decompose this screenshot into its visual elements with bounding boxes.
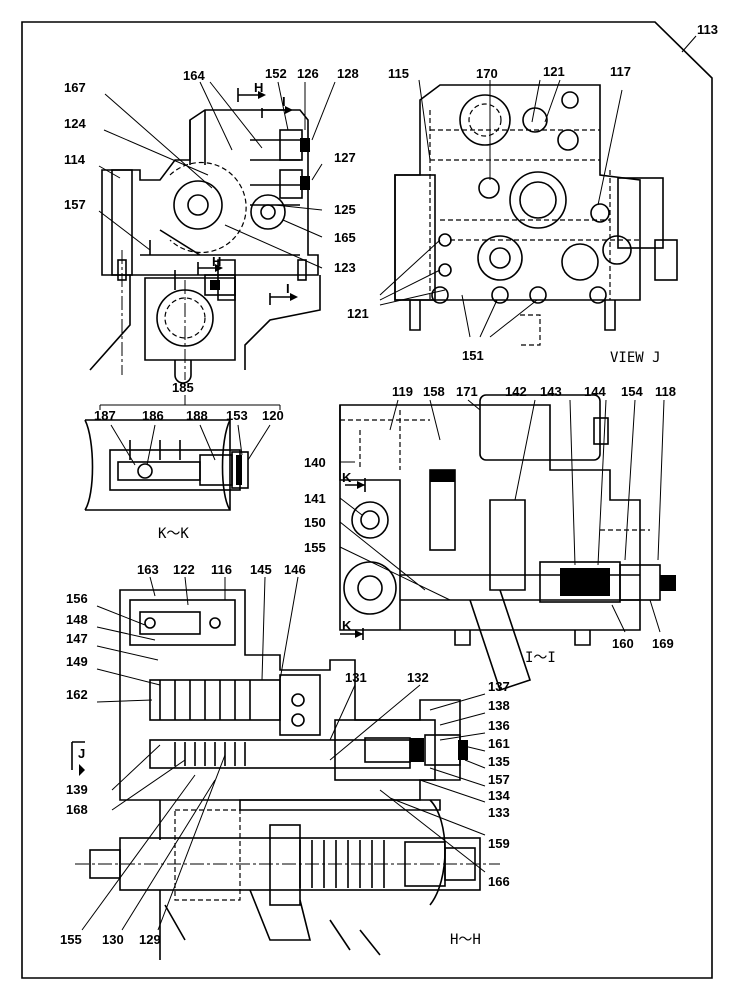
callout-160: 160 (612, 636, 634, 651)
callout-161: 161 (488, 736, 510, 751)
svg-text:K: K (342, 470, 352, 485)
callout-130: 130 (102, 932, 124, 947)
callout-159: 159 (488, 836, 510, 851)
callout-157-bottom: 157 (488, 772, 510, 787)
callout-153: 153 (226, 408, 248, 423)
svg-text:J: J (78, 746, 85, 761)
callout-151: 151 (462, 348, 484, 363)
callout-128: 128 (337, 66, 359, 81)
callout-144: 144 (584, 384, 606, 399)
callout-149: 149 (66, 654, 88, 669)
callout-164: 164 (183, 68, 205, 83)
h-h-section-drawing (75, 589, 500, 960)
callout-123: 123 (334, 260, 356, 275)
h-h-title: H～H (450, 932, 481, 948)
callout-121-side: 121 (347, 306, 369, 321)
callout-145: 145 (250, 562, 272, 577)
i-i-section-drawing (339, 394, 676, 692)
callout-119: 119 (392, 384, 413, 399)
callout-169: 169 (652, 636, 674, 651)
callout-129: 129 (139, 932, 161, 947)
callout-136: 136 (488, 718, 510, 733)
callout-171: 171 (456, 384, 478, 399)
sheet-border (21, 21, 713, 979)
k-k-title: K～K (158, 526, 189, 542)
callout-141: 141 (304, 491, 326, 506)
svg-text:I: I (286, 281, 290, 296)
callout-148: 148 (66, 612, 88, 627)
callout-138: 138 (488, 698, 510, 713)
svg-text:H: H (212, 254, 221, 269)
view-j-title: VIEW J (610, 350, 661, 366)
svg-text:H: H (254, 80, 263, 95)
callout-155-right: 155 (304, 540, 326, 555)
callout-187: 187 (94, 408, 116, 423)
callout-170: 170 (476, 66, 498, 81)
i-i-title: I～I (525, 650, 556, 666)
callout-155-bottom: 155 (60, 932, 82, 947)
page-number: 113 (697, 22, 718, 37)
callout-186: 186 (142, 408, 164, 423)
k-k-section-drawing (84, 419, 249, 511)
callout-147: 147 (66, 631, 88, 646)
callout-135: 135 (488, 754, 510, 769)
callout-132: 132 (407, 670, 429, 685)
callout-188: 188 (186, 408, 208, 423)
callout-168: 168 (66, 802, 88, 817)
callout-120: 120 (262, 408, 284, 423)
callout-156: 156 (66, 591, 88, 606)
callout-124: 124 (64, 116, 86, 131)
callout-131: 131 (345, 670, 367, 685)
callout-115: 115 (388, 66, 409, 81)
callout-146: 146 (284, 562, 306, 577)
svg-text:K: K (342, 618, 352, 633)
callout-143: 143 (540, 384, 562, 399)
k-markers: K K (340, 470, 366, 640)
callout-166: 166 (488, 874, 510, 889)
section-markers-top: H I H I (197, 80, 298, 305)
callout-118: 118 (655, 384, 676, 399)
callout-157-top: 157 (64, 197, 86, 212)
callout-139: 139 (66, 782, 88, 797)
svg-text:I: I (282, 94, 286, 109)
callout-122: 122 (173, 562, 195, 577)
callout-117: 117 (610, 64, 631, 79)
callout-150: 150 (304, 515, 326, 530)
callout-163: 163 (137, 562, 159, 577)
callout-121-top: 121 (543, 64, 565, 79)
callout-137: 137 (488, 679, 510, 694)
callout-116: 116 (211, 562, 232, 577)
callout-114: 114 (64, 152, 86, 167)
callout-127: 127 (334, 150, 356, 165)
callout-152: 152 (265, 66, 287, 81)
j-marker: J (71, 741, 85, 776)
callout-134: 134 (488, 788, 510, 803)
callout-185: 185 (172, 380, 194, 395)
callout-133: 133 (488, 805, 510, 820)
callout-154: 154 (621, 384, 643, 399)
callout-126: 126 (297, 66, 319, 81)
callout-142: 142 (505, 384, 527, 399)
callout-125: 125 (334, 202, 356, 217)
leader-lines (81, 79, 665, 931)
top-left-section-view (89, 109, 321, 384)
callout-158: 158 (423, 384, 445, 399)
page-number-leader (681, 35, 697, 53)
callout-labels: 164 152 126 128 167 124 114 127 125 165 … (60, 64, 676, 947)
callout-167: 167 (64, 80, 86, 95)
callout-165: 165 (334, 230, 356, 245)
callout-140: 140 (304, 455, 326, 470)
callout-162: 162 (66, 687, 88, 702)
view-j-drawing (394, 84, 678, 346)
